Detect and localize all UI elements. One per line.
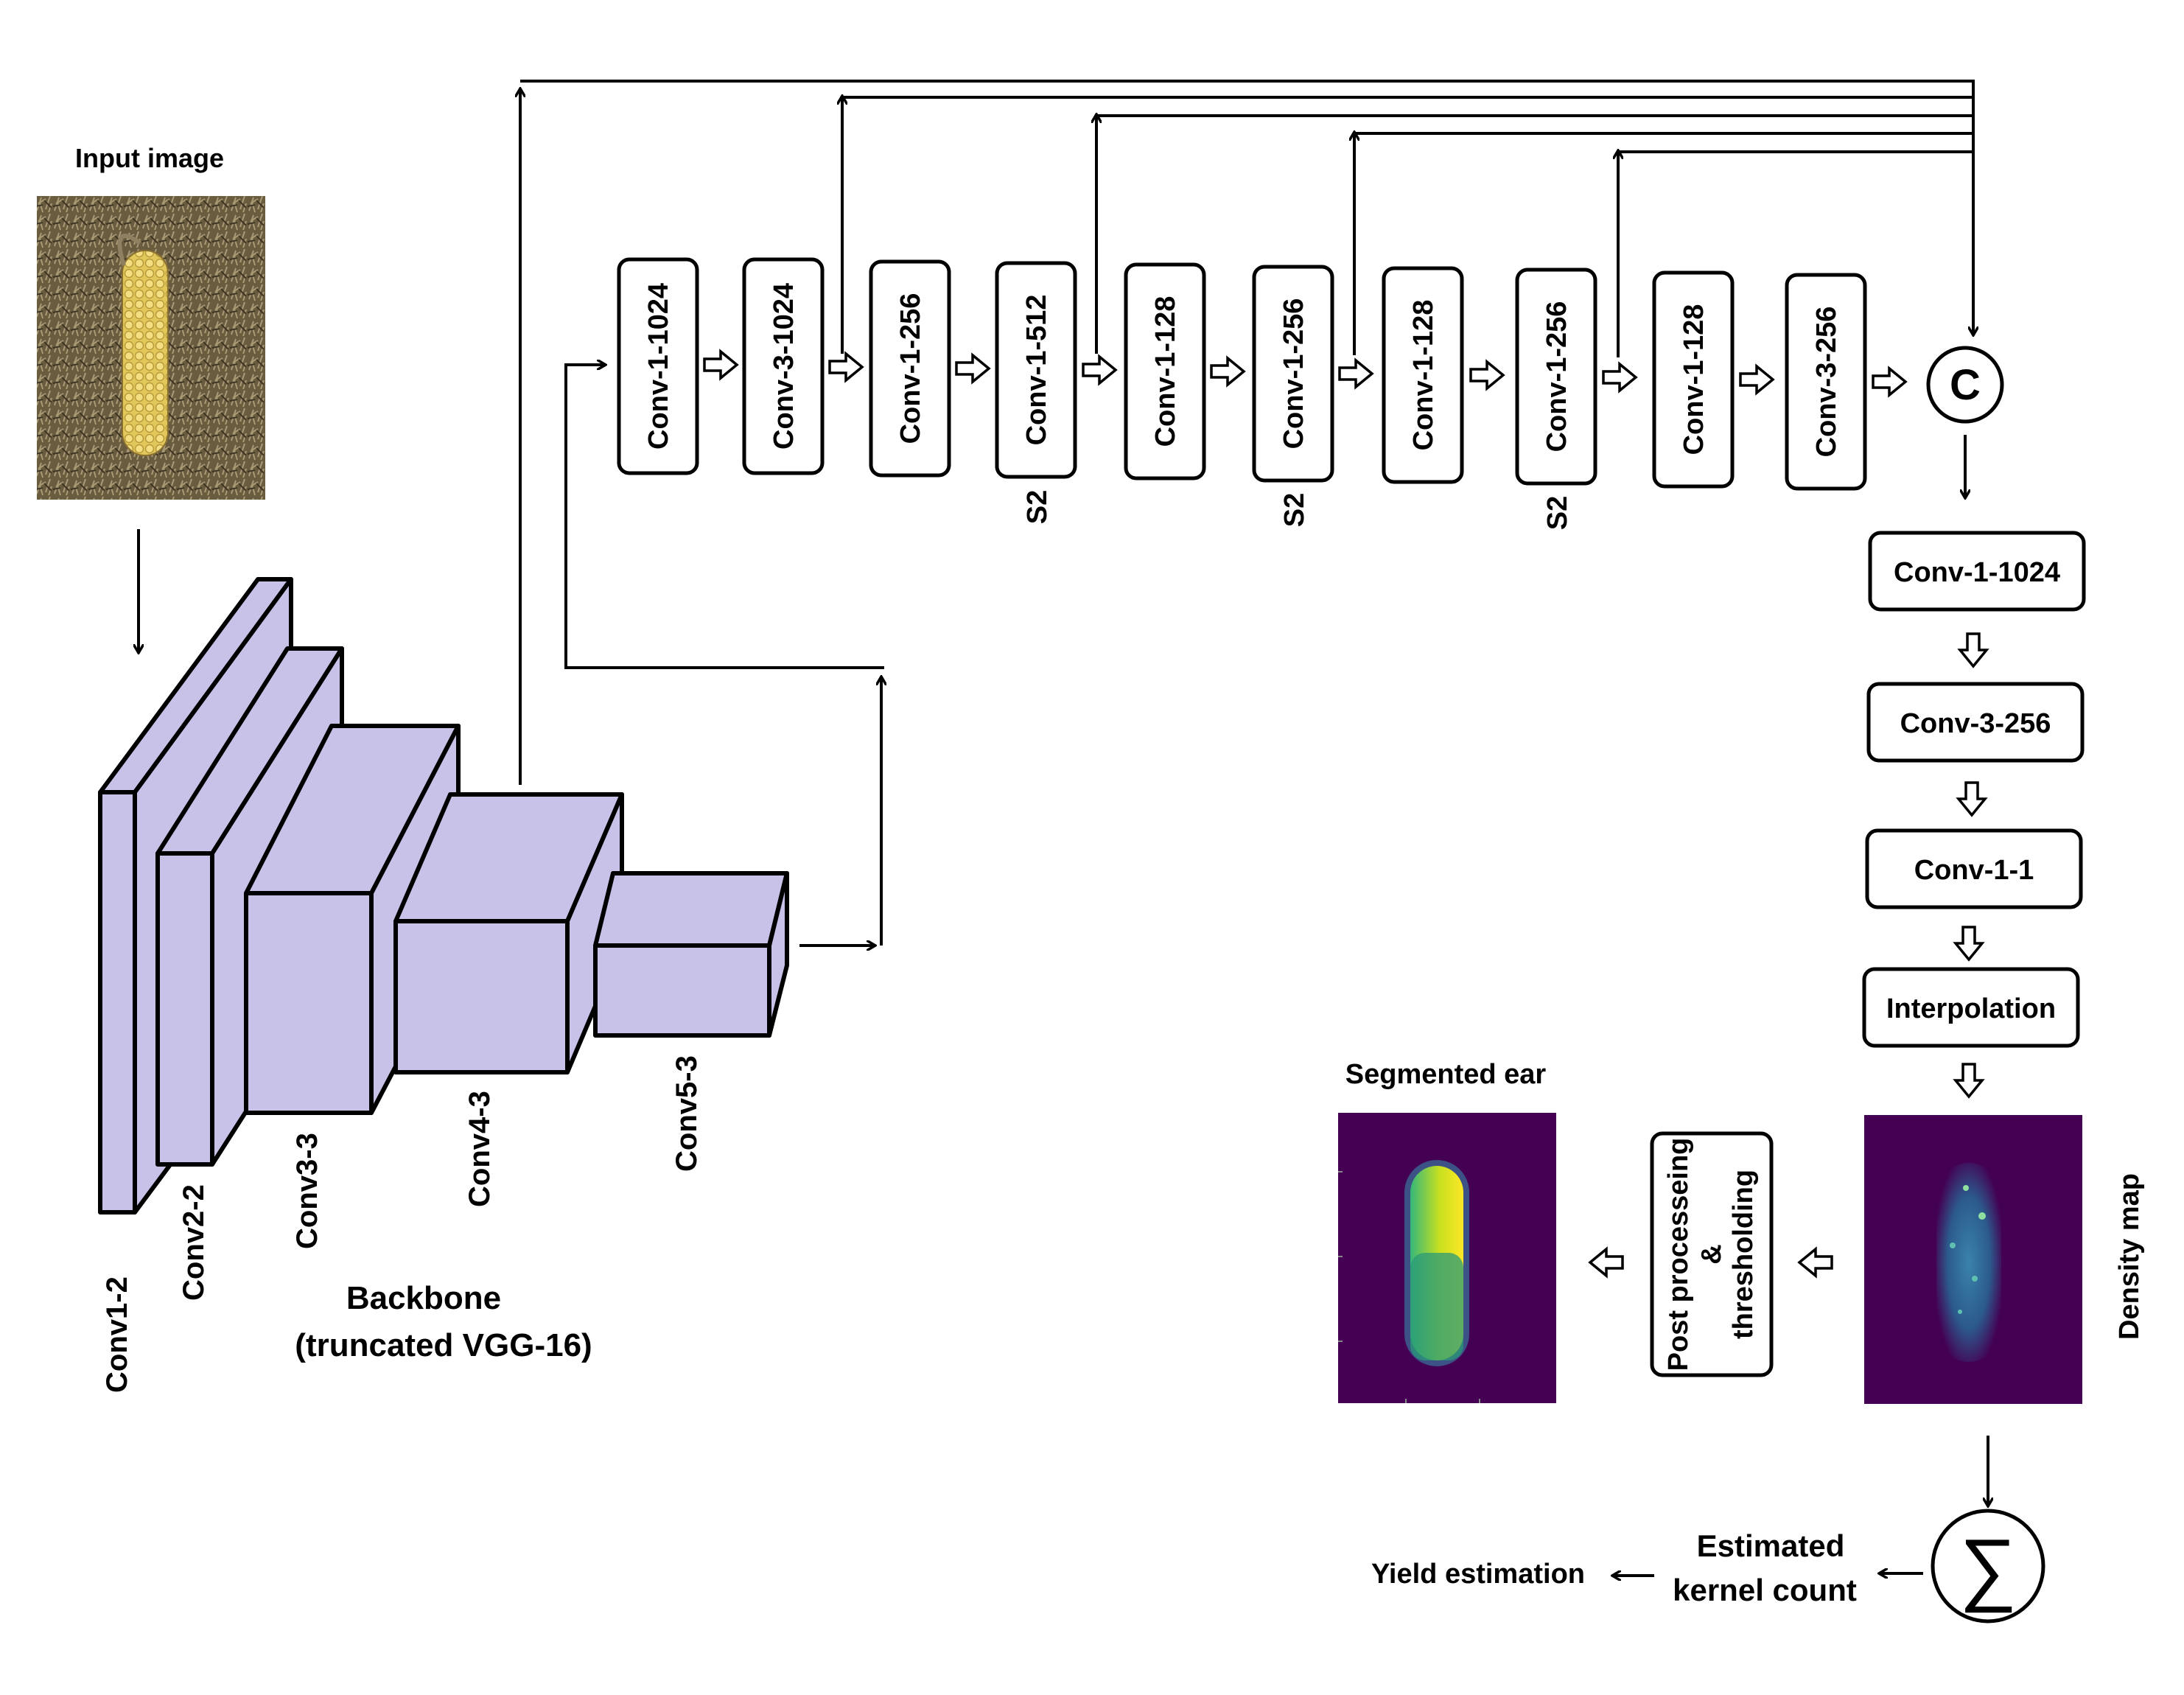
top-box-6: Conv-1-256: [1252, 265, 1334, 483]
feed-into-top-branch: [564, 365, 884, 669]
top-box-7: Conv-1-128: [1382, 266, 1464, 484]
input-image-label: Input image: [75, 143, 224, 173]
svg-text:Conv-1-1024: Conv-1-1024: [643, 283, 674, 450]
block-conv4-3: [393, 792, 624, 1074]
density-map: [1864, 1115, 2082, 1404]
svg-text:Conv-1-128: Conv-1-128: [1150, 296, 1181, 447]
top-branch-arrows: [703, 349, 1908, 398]
top-box-10: Conv-3-256: [1785, 273, 1867, 491]
svg-text:&: &: [1696, 1244, 1727, 1264]
stride-label-2: S2: [1279, 493, 1310, 527]
layer-label-conv1-2: Conv1-2: [101, 1276, 133, 1393]
svg-text:Conv-3-1024: Conv-3-1024: [769, 283, 799, 450]
estimated-count-line2: kernel count: [1673, 1573, 1857, 1607]
density-to-post-arrow: [1797, 1246, 1833, 1279]
conv4-skip-to-concat: [520, 80, 1973, 335]
interpolation-box: Interpolation: [1862, 967, 2080, 1048]
head-box-3: Conv-1-1: [1865, 828, 2083, 909]
layer-label-conv5-3: Conv5-3: [671, 1055, 703, 1172]
density-map-label: Density map: [2114, 1173, 2145, 1340]
backbone-subtitle: (truncated VGG-16): [295, 1327, 592, 1363]
top-box-1: Conv-1-1024: [617, 257, 699, 475]
yield-estimation-label: Yield estimation: [1371, 1559, 1585, 1590]
top-branch: Conv-1-1024 Conv-3-1024 Conv-1-256 Conv-…: [617, 257, 1867, 491]
top-box-4: Conv-1-512: [995, 261, 1077, 479]
stride-label-3: S2: [1542, 496, 1573, 530]
top-box-3: Conv-1-256: [869, 259, 951, 478]
svg-text:Conv-1-1: Conv-1-1: [1914, 855, 2034, 886]
estimated-count-line1: Estimated: [1697, 1528, 1845, 1563]
sum-node: ∑: [1931, 1509, 2045, 1624]
svg-text:Post processeing: Post processeing: [1663, 1138, 1694, 1371]
svg-text:Interpolation: Interpolation: [1886, 993, 2056, 1024]
head-box-2: Conv-3-256: [1866, 682, 2085, 763]
segmented-ear-image: [1338, 1113, 1556, 1403]
concat-node: C: [1926, 346, 2004, 424]
head-arrow-4: [1953, 1063, 1985, 1099]
head-arrow-2: [1956, 781, 1988, 817]
svg-text:Conv-1-512: Conv-1-512: [1021, 295, 1052, 446]
post-to-segmented-arrow: [1588, 1246, 1624, 1279]
svg-text:C: C: [1950, 361, 1981, 409]
stride-label-1: S2: [1022, 490, 1053, 524]
head-box-1: Conv-1-1024: [1868, 531, 2086, 612]
top-box-9: Conv-1-128: [1652, 270, 1735, 489]
segmented-ear-label: Segmented ear: [1345, 1059, 1547, 1090]
backbone-blocks: [98, 577, 789, 1215]
layer-label-conv2-2: Conv2-2: [178, 1184, 210, 1301]
block-conv5-3: [593, 871, 789, 1038]
head-arrow-1: [1957, 632, 1989, 668]
svg-text:Conv-1-256: Conv-1-256: [895, 293, 926, 444]
svg-text:Conv-1-1024: Conv-1-1024: [1894, 557, 2060, 588]
svg-text:Conv-1-256: Conv-1-256: [1541, 301, 1572, 452]
layer-label-conv4-3: Conv4-3: [463, 1091, 496, 1207]
top-box-8: Conv-1-256: [1515, 268, 1597, 486]
svg-text:Conv-3-256: Conv-3-256: [1900, 708, 2051, 739]
head-arrow-3: [1953, 926, 1985, 962]
svg-text:Conv-3-256: Conv-3-256: [1811, 307, 1842, 458]
input-image: [37, 196, 265, 500]
svg-text:∑: ∑: [1959, 1523, 2017, 1613]
post-processing-box: Post processeing & thresholding: [1650, 1131, 1774, 1377]
svg-text:Conv-1-128: Conv-1-128: [1679, 304, 1709, 455]
svg-text:Conv-1-128: Conv-1-128: [1408, 300, 1439, 451]
top-box-5: Conv-1-128: [1124, 262, 1206, 480]
top-box-2: Conv-3-1024: [742, 257, 825, 475]
layer-label-conv3-3: Conv3-3: [291, 1133, 323, 1249]
backbone-title: Backbone: [346, 1280, 501, 1316]
svg-text:thresholding: thresholding: [1728, 1170, 1759, 1339]
svg-text:Conv-1-256: Conv-1-256: [1278, 298, 1309, 450]
